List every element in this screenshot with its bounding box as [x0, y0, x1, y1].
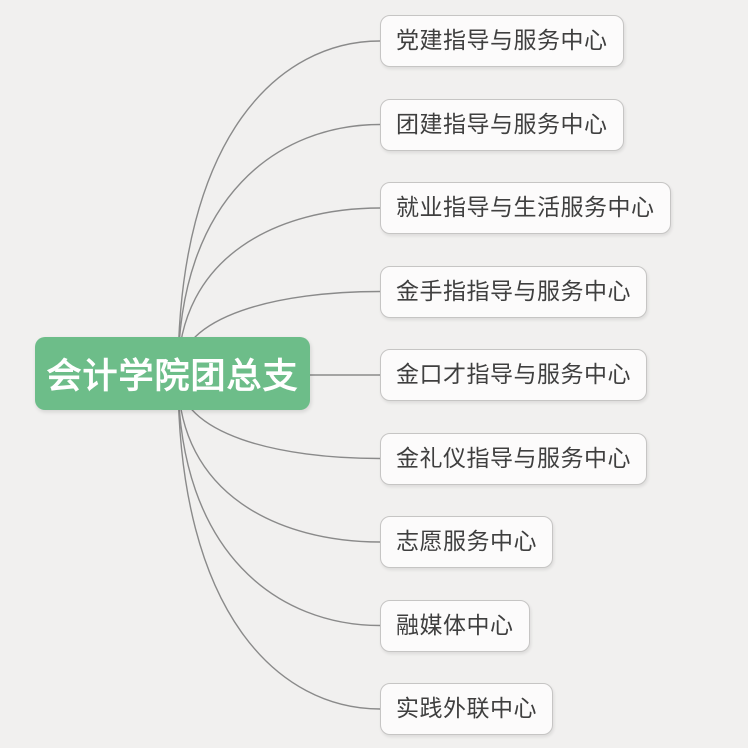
connector-line — [177, 123, 381, 376]
connector-line — [177, 207, 381, 376]
connector-line — [177, 374, 381, 543]
connector-line — [177, 374, 381, 627]
mindmap-child-node[interactable]: 金口才指导与服务中心 — [380, 349, 647, 401]
mindmap-child-node[interactable]: 金手指指导与服务中心 — [380, 266, 647, 318]
mindmap-child-node[interactable]: 志愿服务中心 — [380, 516, 553, 568]
mindmap-root-node[interactable]: 会计学院团总支 — [35, 337, 310, 410]
mindmap-child-node[interactable]: 金礼仪指导与服务中心 — [380, 433, 647, 485]
mindmap-child-node[interactable]: 就业指导与生活服务中心 — [380, 182, 671, 234]
mindmap-child-node[interactable]: 实践外联中心 — [380, 683, 553, 735]
mindmap-child-node[interactable]: 融媒体中心 — [380, 600, 530, 652]
connector-line — [177, 374, 381, 710]
mindmap-child-node[interactable]: 党建指导与服务中心 — [380, 15, 624, 67]
connector-line — [177, 40, 381, 376]
mindmap-child-node[interactable]: 团建指导与服务中心 — [380, 99, 624, 151]
